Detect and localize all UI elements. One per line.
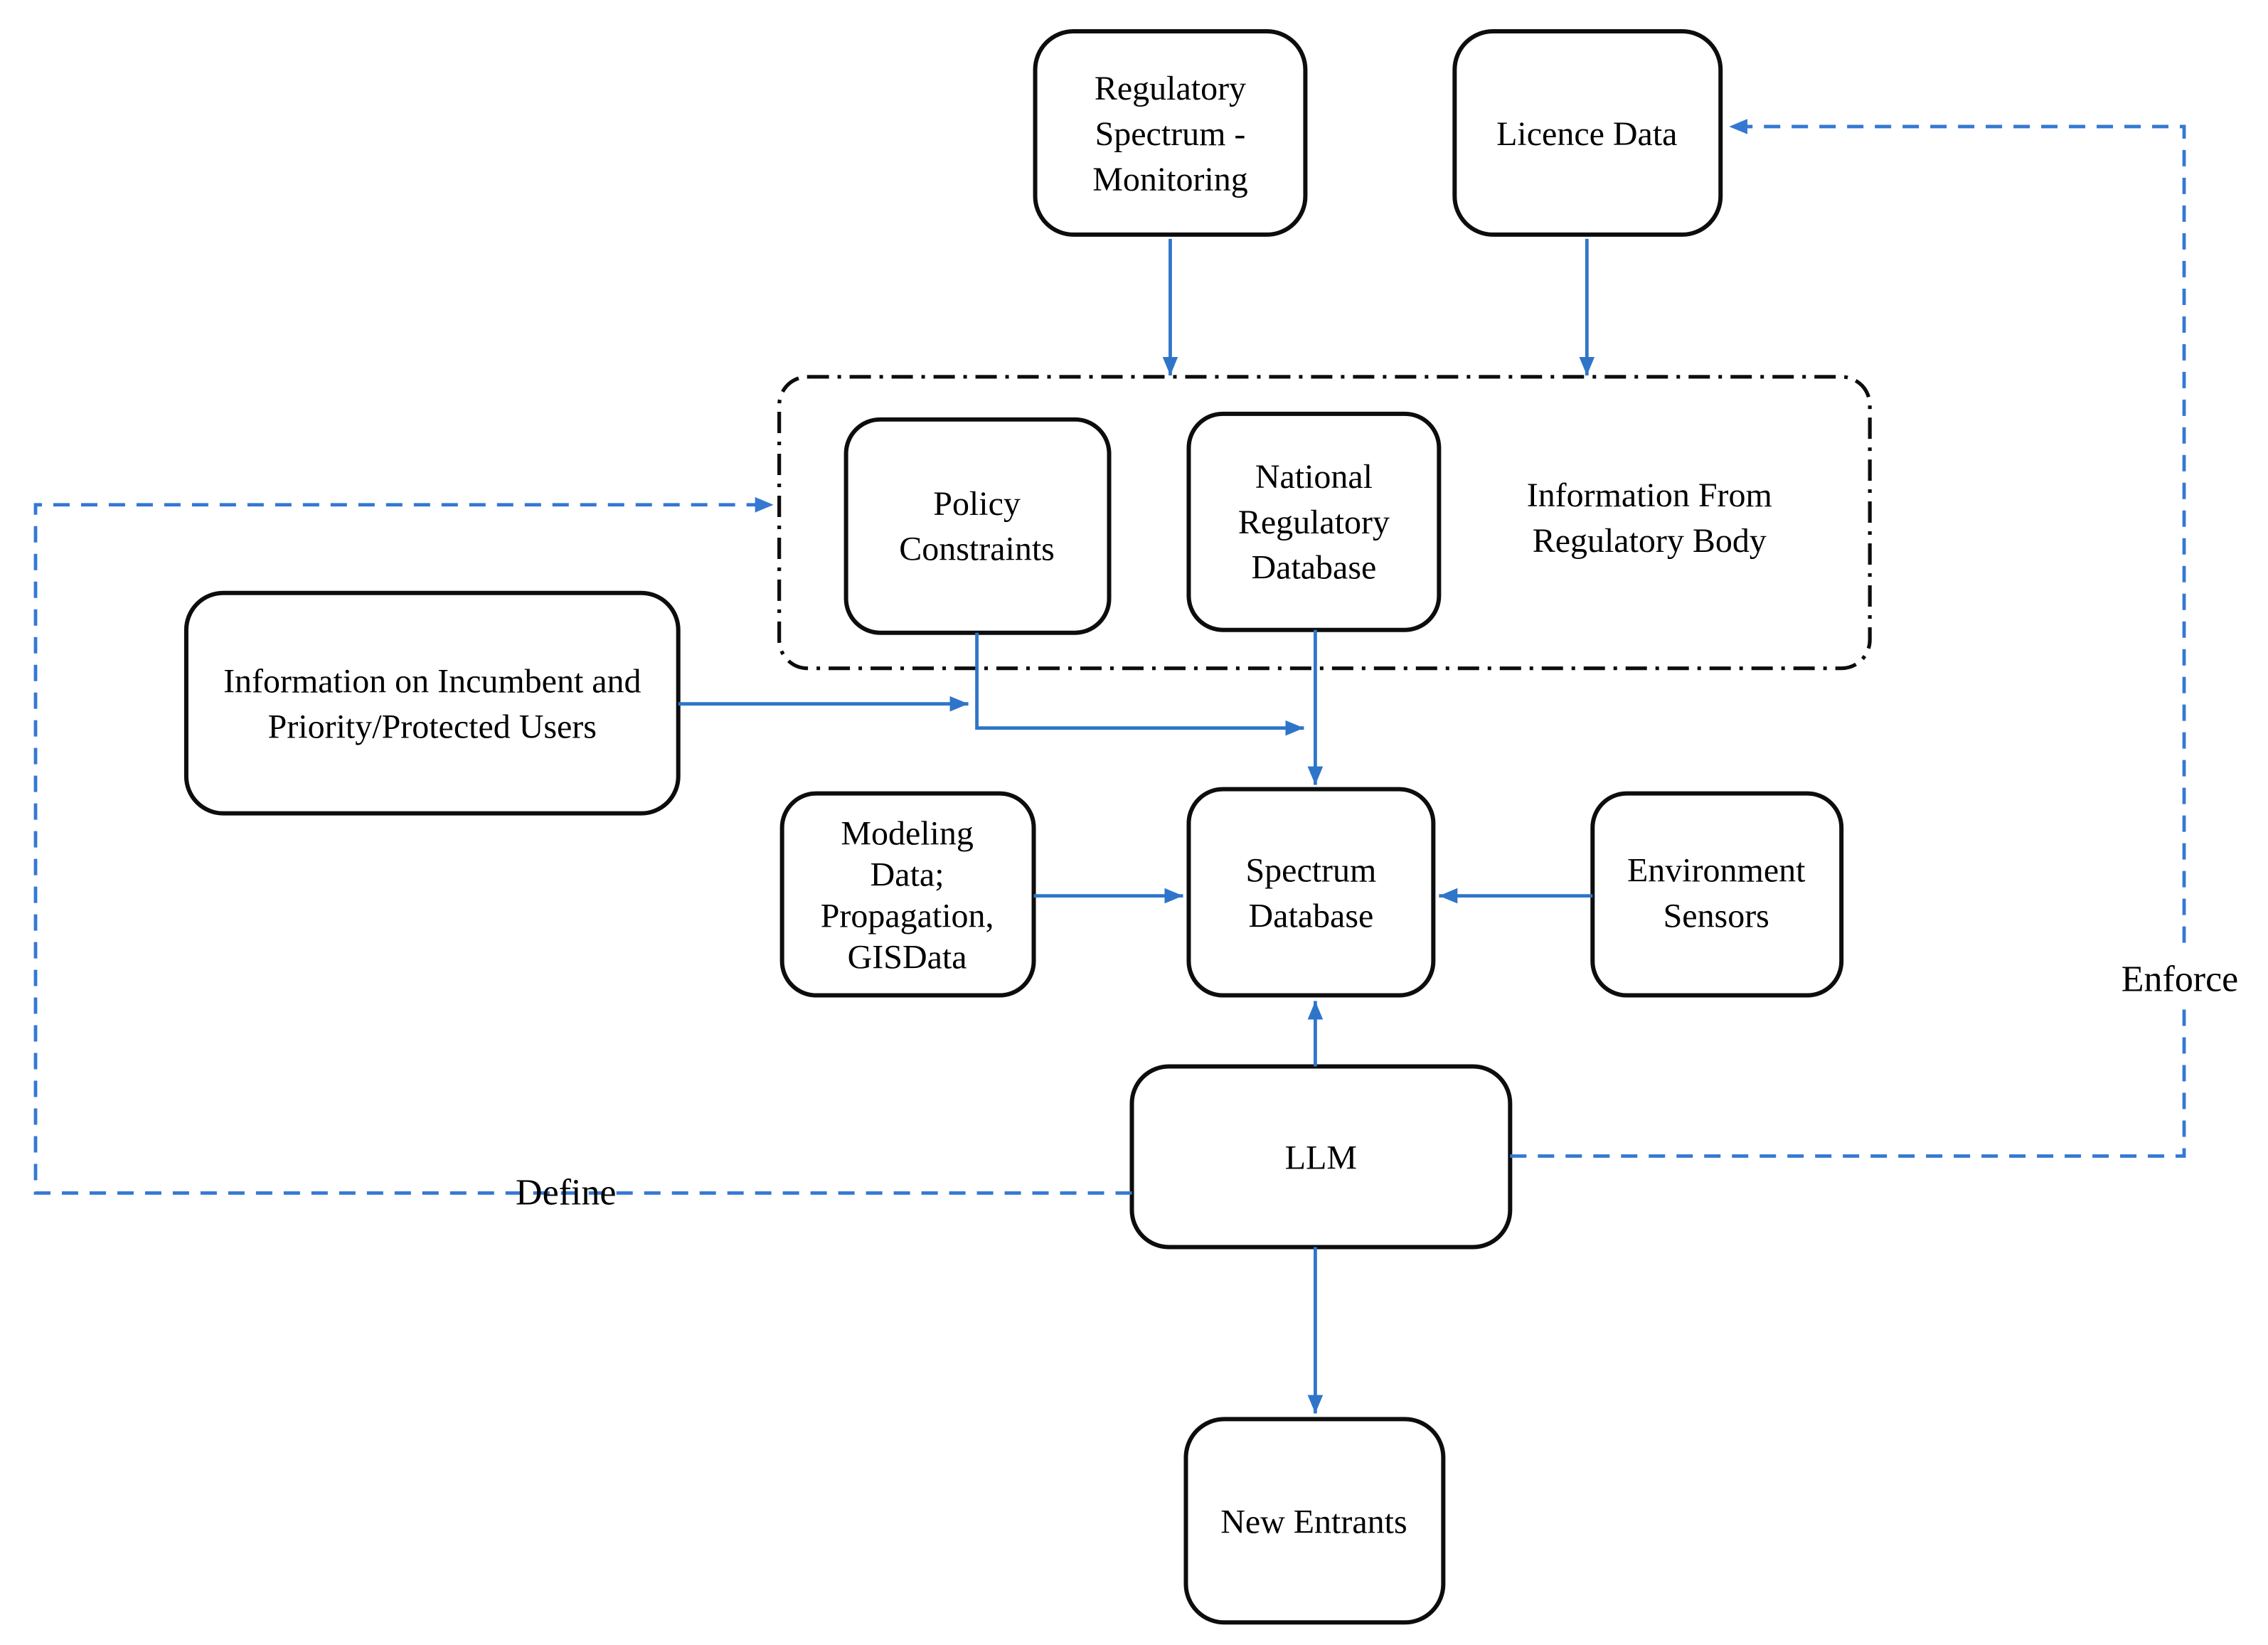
- spectrum-database-label: Spectrum: [1245, 852, 1376, 890]
- incumbent-info-label: Priority/Protected Users: [268, 708, 597, 746]
- enforce-label-backing: [2100, 951, 2259, 1006]
- licence-data-label: Licence Data: [1496, 115, 1677, 153]
- enforce-edge-label: Enforce: [2121, 959, 2238, 1000]
- national-regulatory-database-label: Regulatory: [1238, 504, 1390, 541]
- arrow-policy-to-spectrum-feed: [975, 632, 1304, 736]
- llm-label: LLM: [1285, 1139, 1357, 1176]
- dashed-enforce-path: [1510, 119, 2186, 1158]
- regulatory-spectrum-monitoring-label: Regulatory: [1095, 70, 1246, 107]
- incumbent-info-label: Information on Incumbent and: [223, 663, 641, 701]
- node-boxes: [183, 28, 1872, 1625]
- modeling-data-label: Modeling: [841, 815, 974, 853]
- dashed-feedback-paths: [33, 119, 2186, 1195]
- solid-arrows: [678, 238, 1595, 1414]
- incumbent-info-box: [183, 590, 681, 816]
- spectrum-database-box: [1186, 787, 1436, 998]
- edge-labels: Define Enforce: [516, 959, 2238, 1213]
- spectrum-database-label: Database: [1249, 898, 1374, 935]
- modeling-data-label: GISData: [848, 939, 967, 976]
- node-labels: Regulatory Spectrum - Monitoring Licence…: [223, 70, 1806, 1540]
- national-regulatory-database-label: Database: [1252, 549, 1377, 587]
- regulatory-body-group-label: Regulatory Body: [1533, 522, 1767, 560]
- modeling-data-label: Propagation,: [821, 898, 994, 935]
- regulatory-spectrum-monitoring-box: [1033, 28, 1308, 237]
- environment-sensors-label: Sensors: [1663, 898, 1769, 935]
- policy-constraints-label: Policy: [933, 485, 1021, 523]
- new-entrants-label: New Entrants: [1220, 1503, 1407, 1540]
- policy-constraints-box: [843, 417, 1112, 635]
- new-entrants-box: [1183, 1417, 1446, 1625]
- modeling-data-label: Data;: [871, 856, 944, 894]
- define-edge-label: Define: [516, 1172, 616, 1213]
- policy-constraints-label: Constraints: [899, 531, 1055, 568]
- regulatory-spectrum-monitoring-label: Spectrum -: [1095, 115, 1246, 153]
- regulatory-body-group-label: Information From: [1527, 477, 1772, 514]
- environment-sensors-label: Environment: [1627, 852, 1806, 890]
- regulatory-spectrum-monitoring-label: Monitoring: [1092, 161, 1248, 198]
- licence-data-box: [1452, 28, 1723, 237]
- environment-sensors-box: [1590, 791, 1844, 998]
- national-regulatory-database-label: National: [1255, 458, 1373, 496]
